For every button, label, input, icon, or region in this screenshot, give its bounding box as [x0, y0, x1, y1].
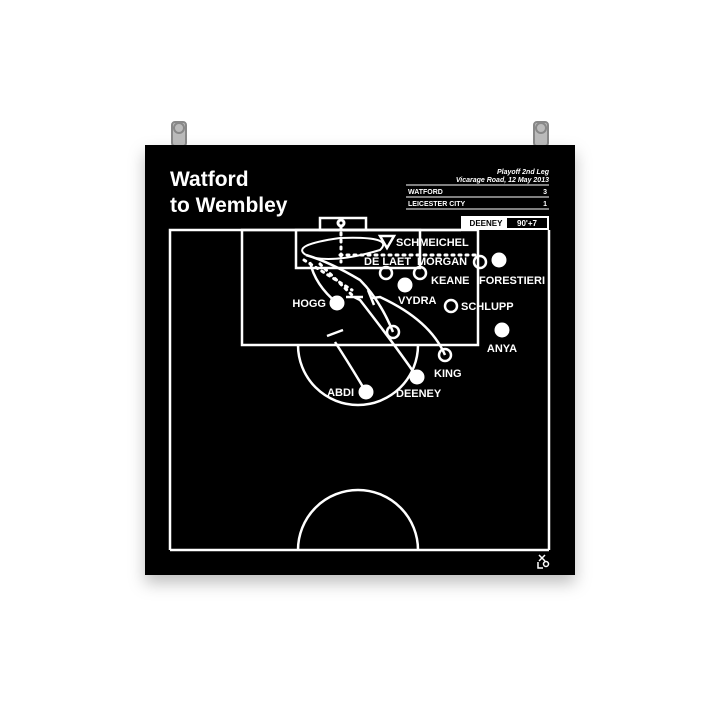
player-vydra-marker — [397, 277, 413, 293]
label-anya: ANYA — [487, 343, 517, 355]
label-de-laet: DE LAET — [364, 256, 411, 268]
brand-logo-icon — [537, 554, 550, 569]
venue-date: Vicarage Road, 12 May 2013 — [456, 177, 549, 184]
label-deeney: DEENEY — [396, 388, 442, 400]
label-schlupp: SCHLUPP — [461, 301, 514, 313]
player-leicester-marker — [385, 324, 401, 340]
player-anya-marker — [494, 322, 510, 338]
player-abdi-marker — [358, 384, 374, 400]
title-line1: Watford — [170, 168, 249, 191]
player-deeney-marker — [409, 369, 425, 385]
goal-minute: 90'+7 — [517, 219, 537, 228]
play-paths — [301, 224, 482, 393]
label-hogg: HOGG — [292, 298, 326, 310]
team-away: LEICESTER CITY — [408, 201, 466, 208]
player-forestieri-marker — [491, 252, 507, 268]
player-hogg-marker — [329, 295, 345, 311]
player-schlupp-marker — [443, 298, 459, 314]
player-morgan-marker — [472, 254, 488, 270]
label-keane: KEANE — [431, 275, 470, 287]
player-king-marker — [437, 347, 453, 363]
scorer-name: DEENEY — [470, 219, 504, 228]
score-away: 1 — [543, 201, 547, 208]
player-schmeichel: SCHMEICHEL — [377, 234, 469, 251]
title-line2: to Wembley — [170, 194, 288, 217]
match-label: Playoff 2nd Leg — [497, 169, 550, 176]
player-de-laet-marker — [378, 265, 394, 281]
poster-clip-right — [533, 121, 549, 147]
label-king: KING — [434, 368, 462, 380]
svg-text:SCHMEICHEL: SCHMEICHEL — [396, 237, 469, 249]
score-home: 3 — [543, 189, 547, 196]
poster-clip-left — [171, 121, 187, 147]
player-keane-marker — [412, 265, 428, 281]
label-abdi: ABDI — [327, 387, 354, 399]
label-forestieri: FORESTIERI — [479, 275, 545, 287]
team-home: WATFORD — [408, 189, 443, 196]
ball-icon — [336, 218, 346, 228]
label-morgan: MORGAN — [417, 256, 467, 268]
label-vydra: VYDRA — [398, 295, 437, 307]
